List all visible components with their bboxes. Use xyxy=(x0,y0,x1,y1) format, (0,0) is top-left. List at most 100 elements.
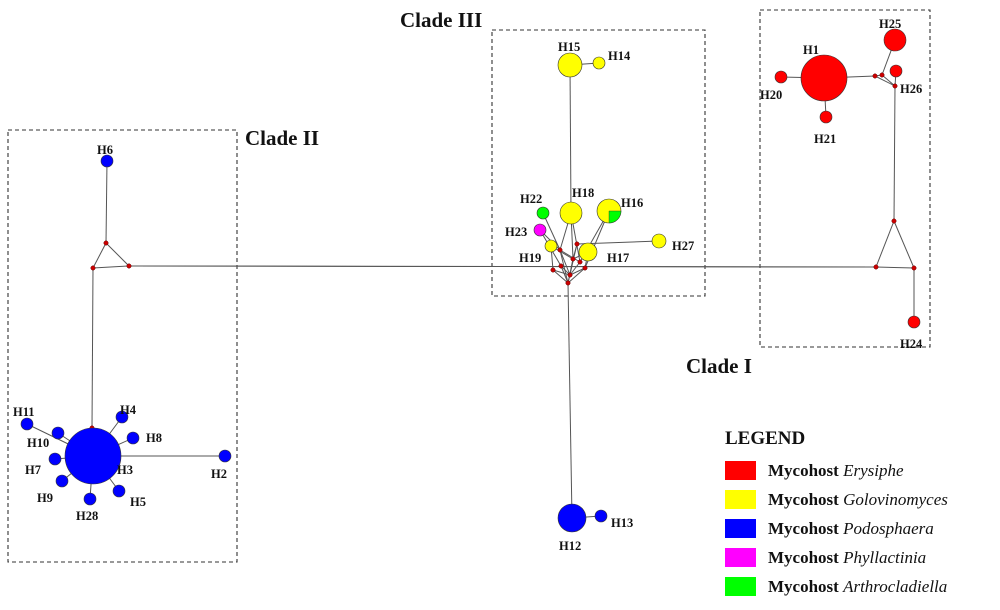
median-vector-h xyxy=(879,72,885,78)
haplotype-label-h21: H21 xyxy=(814,132,836,146)
median-vector-l xyxy=(557,247,563,253)
legend-label: Mycohost Golovinomyces xyxy=(768,490,948,510)
edge-s-q xyxy=(552,269,569,284)
median-vector-m xyxy=(577,259,583,265)
haplotype-node-h10 xyxy=(51,426,65,440)
edge-h22-l xyxy=(542,212,561,251)
haplotype-node-h13 xyxy=(594,509,608,523)
legend-genus: Podosphaera xyxy=(843,518,934,538)
haplotype-node-h23 xyxy=(533,223,547,237)
haplotype-label-h23: H23 xyxy=(505,225,527,239)
legend-item-arthrocladiella: Mycohost Arthrocladiella xyxy=(725,572,995,601)
legend-label: Mycohost Phyllactinia xyxy=(768,548,926,568)
haplotype-label-h14: H14 xyxy=(608,49,631,63)
haplotype-label-h6: H6 xyxy=(97,143,113,157)
haplotype-node-h26 xyxy=(889,64,903,78)
haplotype-label-h13: H13 xyxy=(611,516,633,530)
edge-s-n xyxy=(552,269,571,276)
median-vector-a xyxy=(90,265,96,271)
haplotype-node-h8 xyxy=(126,431,140,445)
edge-a-c xyxy=(92,242,107,269)
haplotype-node-h15 xyxy=(557,52,583,78)
haplotype-label-h25: H25 xyxy=(879,17,901,31)
haplotype-label-h20: H20 xyxy=(760,88,782,102)
edge-backbone xyxy=(128,265,877,268)
haplotype-node-h9 xyxy=(55,474,69,488)
haplotype-label-h2: H2 xyxy=(211,467,227,481)
median-vector-s xyxy=(550,267,556,273)
haplotype-node-h16-sector xyxy=(608,210,622,224)
clade-ii-box xyxy=(7,129,238,563)
haplotype-label-h11: H11 xyxy=(13,405,35,419)
legend-label: Mycohost Podosphaera xyxy=(768,519,934,539)
haplotype-node-h27 xyxy=(651,233,667,249)
edge-o-n xyxy=(569,267,586,276)
haplotype-node-h28 xyxy=(83,492,97,506)
median-vector-b xyxy=(126,263,132,269)
clade-i-box xyxy=(759,9,931,348)
edge-l-m xyxy=(559,249,581,263)
haplotype-label-h17: H17 xyxy=(607,251,629,265)
haplotype-node-h7 xyxy=(48,452,62,466)
edge-a-b xyxy=(92,265,130,269)
haplotype-node-h6 xyxy=(100,154,114,168)
edge-o-q xyxy=(567,267,586,284)
legend-genus: Erysiphe xyxy=(843,460,904,480)
legend-prefix: Mycohost xyxy=(768,576,839,596)
haplotype-node-h11 xyxy=(20,417,34,431)
median-vector-j xyxy=(892,83,898,89)
haplotype-node-h4 xyxy=(115,410,129,424)
edge-f-g xyxy=(893,220,915,269)
haplotype-label-h8: H8 xyxy=(146,431,162,445)
median-vector-g xyxy=(891,218,897,224)
median-vector-p xyxy=(558,263,564,269)
legend-item-erysiphe: Mycohost Erysiphe xyxy=(725,456,995,485)
edge-a-d xyxy=(91,267,94,429)
haplotype-nodes xyxy=(20,28,921,533)
median-vector-f xyxy=(911,265,917,271)
legend-prefix: Mycohost xyxy=(768,460,839,480)
haplotype-node-h12 xyxy=(557,503,587,533)
edge-h15-h18 xyxy=(569,64,572,214)
median-vector-i xyxy=(872,73,878,79)
edge-b-c xyxy=(105,242,130,267)
haplotype-node-h18 xyxy=(559,201,583,225)
haplotype-label-h19: H19 xyxy=(519,251,541,265)
legend-genus: Phyllactinia xyxy=(843,547,927,567)
edge-g-j xyxy=(893,85,896,222)
legend-swatch xyxy=(725,490,756,509)
haplotype-label-h15: H15 xyxy=(558,40,580,54)
haplotype-node-h14 xyxy=(592,56,606,70)
legend-genus: Golovinomyces xyxy=(843,489,948,509)
haplotype-node-h21 xyxy=(819,110,833,124)
legend-prefix: Mycohost xyxy=(768,518,839,538)
legend-prefix: Mycohost xyxy=(768,489,839,509)
median-vector-q xyxy=(565,280,571,286)
haplotype-label-h27: H27 xyxy=(672,239,694,253)
haplotype-node-h25 xyxy=(883,28,907,52)
legend-genus: Arthrocladiella xyxy=(843,576,948,596)
median-vectors xyxy=(89,72,917,431)
edge-p-q xyxy=(560,265,569,284)
median-vector-c xyxy=(103,240,109,246)
haplotype-node-h3 xyxy=(64,427,122,485)
haplotype-node-h22 xyxy=(536,206,550,220)
haplotype-label-h5: H5 xyxy=(130,495,146,509)
median-vector-n xyxy=(567,272,573,278)
edge-j-h xyxy=(881,74,896,87)
haplotype-label-h24: H24 xyxy=(900,337,923,351)
haplotype-label-h3: H3 xyxy=(117,463,133,477)
haplotype-labels: H1H2H3H4H5H6H7H8H9H10H11H12H13H14H15H16H… xyxy=(13,17,923,553)
haplotype-label-h4: H4 xyxy=(120,403,137,417)
legend-label: Mycohost Erysiphe xyxy=(768,461,904,481)
legend-swatch xyxy=(725,577,756,596)
haplotype-label-h16: H16 xyxy=(621,196,643,210)
median-vector-e xyxy=(873,264,879,270)
median-vector-r xyxy=(574,241,580,247)
legend-label: Mycohost Arthrocladiella xyxy=(768,577,947,597)
haplotype-label-h22: H22 xyxy=(520,192,542,206)
edge-e-f xyxy=(875,266,915,269)
